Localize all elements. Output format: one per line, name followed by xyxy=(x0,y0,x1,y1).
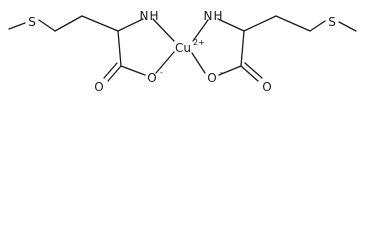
nitrogen-left-label: N xyxy=(140,9,149,23)
bond-o-cu-right xyxy=(191,52,206,74)
bond-ch2-ch2-right xyxy=(275,15,311,32)
nitrogen-right-label: N xyxy=(204,9,213,23)
bond-s-methyl-right xyxy=(338,21,357,32)
bond-alpha-carboxyl-right xyxy=(240,30,245,67)
bond-n-alpha-right xyxy=(217,18,245,32)
oxygen-right-label: O xyxy=(207,71,216,85)
bond-c-o-double-right-b xyxy=(244,62,263,79)
left-ligand-bonds xyxy=(8,15,175,82)
bond-ch2-s-right xyxy=(309,20,326,32)
bond-s-ch2-left xyxy=(38,19,56,32)
copper-charge-label: 2+ xyxy=(193,38,205,47)
copper-label: Cu xyxy=(175,41,191,55)
bond-alpha-n-left xyxy=(117,18,144,32)
sulfur-left-label: S xyxy=(28,15,36,29)
bond-ch2-ch2-left xyxy=(54,15,83,32)
bond-methyl-s-left xyxy=(8,22,26,30)
oxygen-double-right-label: O xyxy=(262,80,271,94)
copper-methionine-structure: S N H Cu 2+ N H O O - O - O S xyxy=(8,9,357,94)
bond-c-o-single-left xyxy=(120,65,146,76)
right-ligand-bonds xyxy=(191,15,357,82)
bond-c-o-double-left-a xyxy=(107,65,122,82)
bond-alpha-carboxyl-left xyxy=(117,30,122,67)
sulfur-right-label: S xyxy=(328,15,336,29)
bond-c-o-double-left-b xyxy=(103,62,118,79)
bond-alpha-ch2-right xyxy=(243,15,277,32)
bond-c-o-single-right xyxy=(218,65,242,76)
oxygen-left-label: O xyxy=(147,71,156,85)
bond-cu-n-right xyxy=(192,19,209,42)
bond-n-cu-left xyxy=(152,18,175,42)
oxygen-double-left-label: O xyxy=(94,80,103,94)
bond-ch2-alpha-left xyxy=(81,15,119,32)
hydrogen-left-label: H xyxy=(149,9,158,23)
hydrogen-right-label: H xyxy=(213,9,222,23)
oxygen-right-charge-label: - xyxy=(220,68,223,77)
atom-labels: S N H Cu 2+ N H O O - O - O S xyxy=(28,9,336,94)
oxygen-left-charge-label: - xyxy=(160,68,163,77)
bond-o-cu-left xyxy=(155,51,175,74)
bond-c-o-double-right-a xyxy=(240,65,259,82)
